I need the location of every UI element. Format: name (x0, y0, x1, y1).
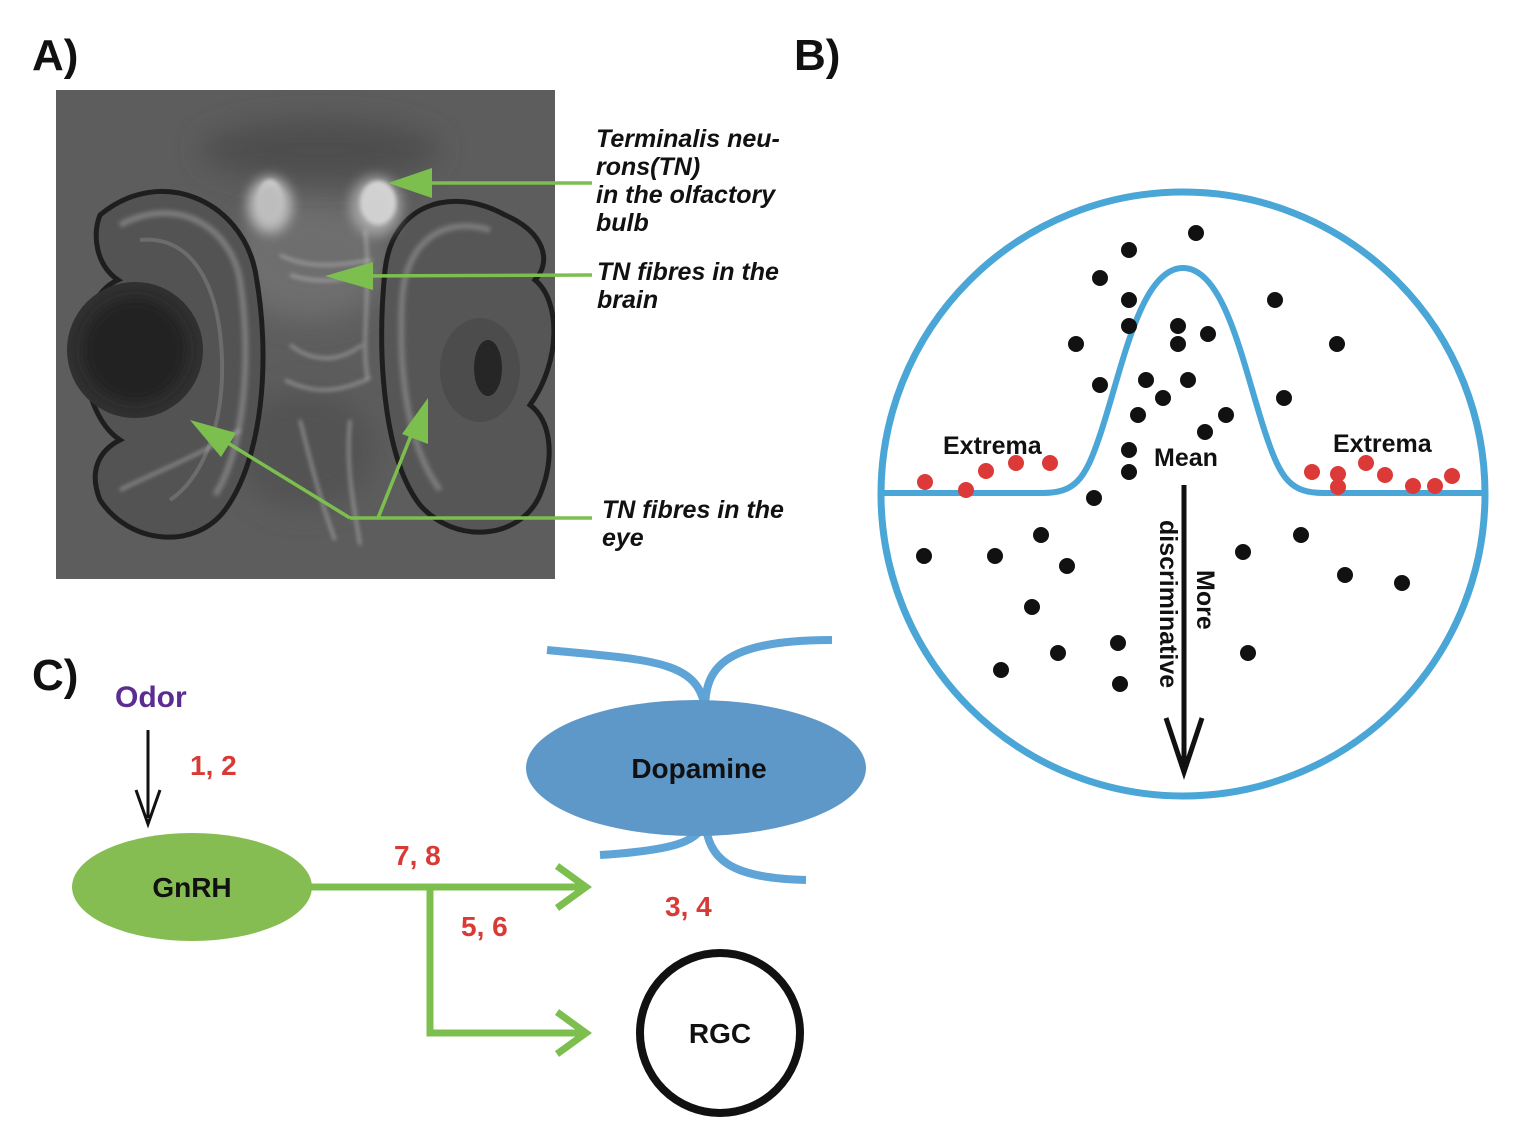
svg-text:in the olfactory: in the olfactory (596, 181, 776, 209)
discrimination-diagram (877, 188, 1489, 800)
svg-text:bulb: bulb (596, 209, 649, 237)
mean-label: Mean (1154, 444, 1218, 472)
dopamine-node: Dopamine (526, 636, 866, 884)
arrow-label-more: More (1191, 570, 1219, 630)
svg-text:TN fibres in the: TN fibres in the (602, 496, 784, 524)
extrema-right-label: Extrema (1333, 430, 1433, 458)
annotation-arrows (209, 181, 593, 520)
microscopy-image (56, 90, 555, 579)
red-points (917, 455, 1460, 498)
arrow-gnrh-rgc (426, 887, 586, 1037)
ref-dopamine: 3, 4 (665, 891, 712, 922)
svg-text:brain: brain (597, 286, 658, 314)
gnrh-label: GnRH (152, 872, 231, 903)
svg-text:rons(TN): rons(TN) (596, 153, 700, 181)
ref-odor-gnrh: 1, 2 (190, 750, 237, 781)
arrow-tn-fibres-eye-left (209, 430, 351, 520)
ref-gnrh-dopamine: 7, 8 (394, 840, 441, 871)
annotation-arrowheads (190, 168, 432, 457)
dopamine-label: Dopamine (631, 753, 766, 784)
odor-arrow (134, 730, 162, 829)
panel-c-label: C) (32, 651, 78, 700)
annotation-tn-fibres-brain: TN fibres in the brain (597, 258, 779, 314)
gaussian-curve (882, 264, 1485, 496)
rgc-label: RGC (689, 1018, 751, 1049)
svg-text:Terminalis neu-: Terminalis neu- (596, 125, 780, 153)
arrow-label-discriminative: discriminative (1154, 520, 1182, 688)
svg-text:TN fibres in the: TN fibres in the (597, 258, 779, 286)
annotation-terminalis-neurons: Terminalis neu- rons(TN) in the olfactor… (596, 125, 780, 237)
gnrh-node: GnRH (72, 833, 312, 941)
extrema-left-label: Extrema (943, 432, 1043, 460)
gnrh-arrows (310, 863, 592, 1057)
panel-a-label: A) (32, 31, 78, 80)
ref-gnrh-rgc: 5, 6 (461, 911, 508, 942)
arrow-tn-fibres-brain (344, 273, 593, 278)
odor-label: Odor (115, 681, 187, 714)
svg-text:eye: eye (602, 524, 644, 552)
annotation-tn-fibres-eye: TN fibres in the eye (602, 496, 784, 552)
discriminative-arrow (1163, 485, 1205, 780)
black-points (916, 225, 1410, 692)
rgc-node: RGC (636, 949, 804, 1117)
panel-b-label: B) (794, 31, 840, 80)
